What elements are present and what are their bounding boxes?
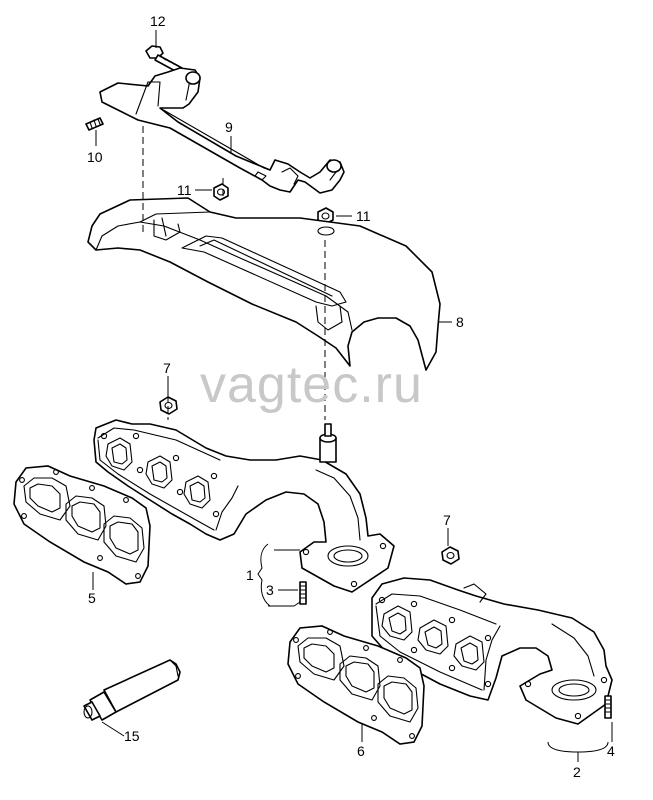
callout-4: 4 <box>607 743 615 759</box>
callout-1: 1 <box>246 567 254 583</box>
part-6-gasket <box>287 625 425 745</box>
callout-15: 15 <box>124 728 140 744</box>
part-11-nut-left <box>213 183 229 201</box>
part-3-stud <box>299 581 307 605</box>
callout-10: 10 <box>87 149 103 165</box>
part-15-paste-tube <box>83 659 181 721</box>
callout-11-left: 11 <box>177 182 192 198</box>
part-2-exhaust-manifold <box>371 577 613 725</box>
callout-7-left: 7 <box>163 360 171 376</box>
callout-5: 5 <box>88 590 96 606</box>
part-4-stud <box>604 695 612 719</box>
callout-6: 6 <box>357 743 365 759</box>
part-9-bracket <box>99 67 345 194</box>
callout-12: 12 <box>150 13 166 29</box>
callout-leader-lines <box>92 30 613 762</box>
part-5-gasket <box>13 465 151 585</box>
callout-2: 2 <box>573 764 581 780</box>
part-7-nut-right <box>441 546 460 565</box>
callout-labels: 12 9 10 11 11 8 7 7 1 3 5 4 6 15 2 <box>87 13 615 780</box>
callout-11-right: 11 <box>356 208 371 224</box>
part-8-heat-shield <box>87 197 441 371</box>
callout-3: 3 <box>266 582 274 598</box>
callout-8: 8 <box>456 314 464 330</box>
watermark-text: vagtec.ru <box>200 356 423 414</box>
callout-7-right: 7 <box>443 512 451 528</box>
part-1-exhaust-manifold <box>93 419 395 593</box>
callout-9: 9 <box>225 119 233 135</box>
part-10-stud <box>85 117 104 131</box>
